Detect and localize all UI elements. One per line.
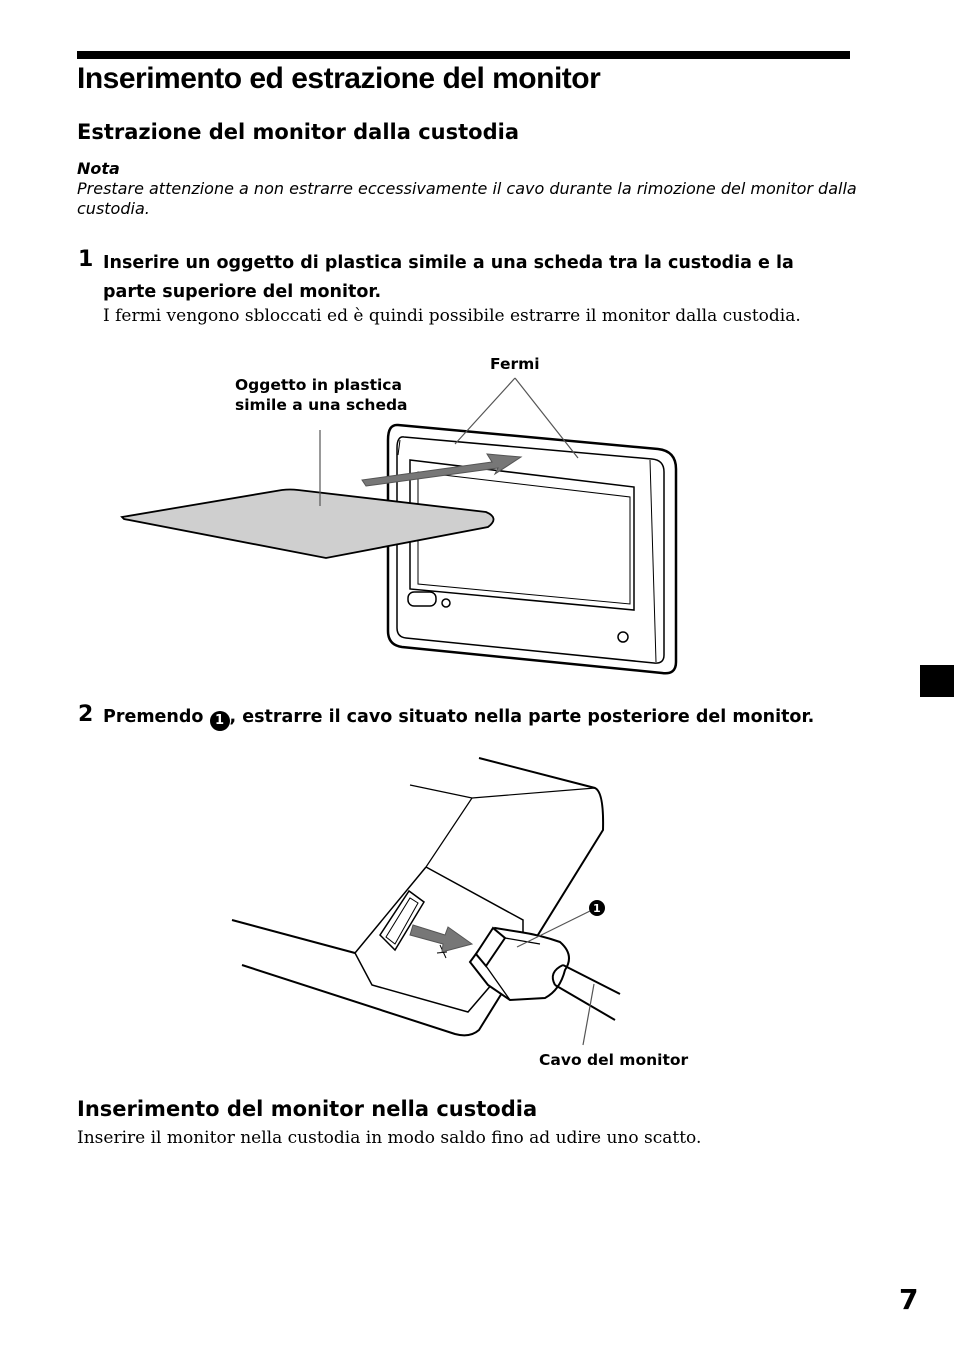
pull-arrow <box>409 924 474 953</box>
page-number: 7 <box>899 1283 919 1316</box>
insertion-arrow <box>361 453 523 487</box>
step-2-instruction: Premendo 1, estrarre il cavo situato nel… <box>103 703 843 732</box>
step-2-number: 2 <box>78 702 94 727</box>
step-1-detail: I fermi vengono sbloccati ed è quindi po… <box>103 306 801 326</box>
section-heading-insertion: Inserimento del monitor nella custodia <box>77 1097 538 1121</box>
label-card-line1: Oggetto in plastica <box>235 376 402 394</box>
step-2-text-after: , estrarre il cavo situato nella parte p… <box>229 707 815 727</box>
note-text: Prestare attenzione a non estrarre ecces… <box>77 179 857 218</box>
plastic-card-illustration <box>120 488 495 559</box>
catches-pointer-lines <box>454 377 579 459</box>
side-tab-marker <box>920 665 954 697</box>
label-cable: Cavo del monitor <box>539 1051 689 1069</box>
marker-1-circle <box>589 900 605 916</box>
marker-1-icon: 1 <box>209 711 230 731</box>
monitor-case-illustration <box>386 423 678 675</box>
page-title: Inserimento ed estrazione del monitor <box>77 62 601 95</box>
step-1-number: 1 <box>78 247 94 272</box>
step-1-instruction: Inserire un oggetto di plastica simile a… <box>103 253 794 302</box>
connector-illustration <box>468 926 621 1021</box>
marker-1-label: 1 <box>593 902 601 915</box>
note-label: Nota <box>77 159 120 178</box>
step-2-text-before: Premendo <box>103 707 210 727</box>
title-rule <box>77 51 850 59</box>
section-2-body: Inserire il monitor nella custodia in mo… <box>77 1128 702 1148</box>
label-card-line2: simile a una scheda <box>235 396 408 414</box>
section-heading-removal: Estrazione del monitor dalla custodia <box>77 120 519 144</box>
label-catches: Fermi <box>490 355 540 373</box>
